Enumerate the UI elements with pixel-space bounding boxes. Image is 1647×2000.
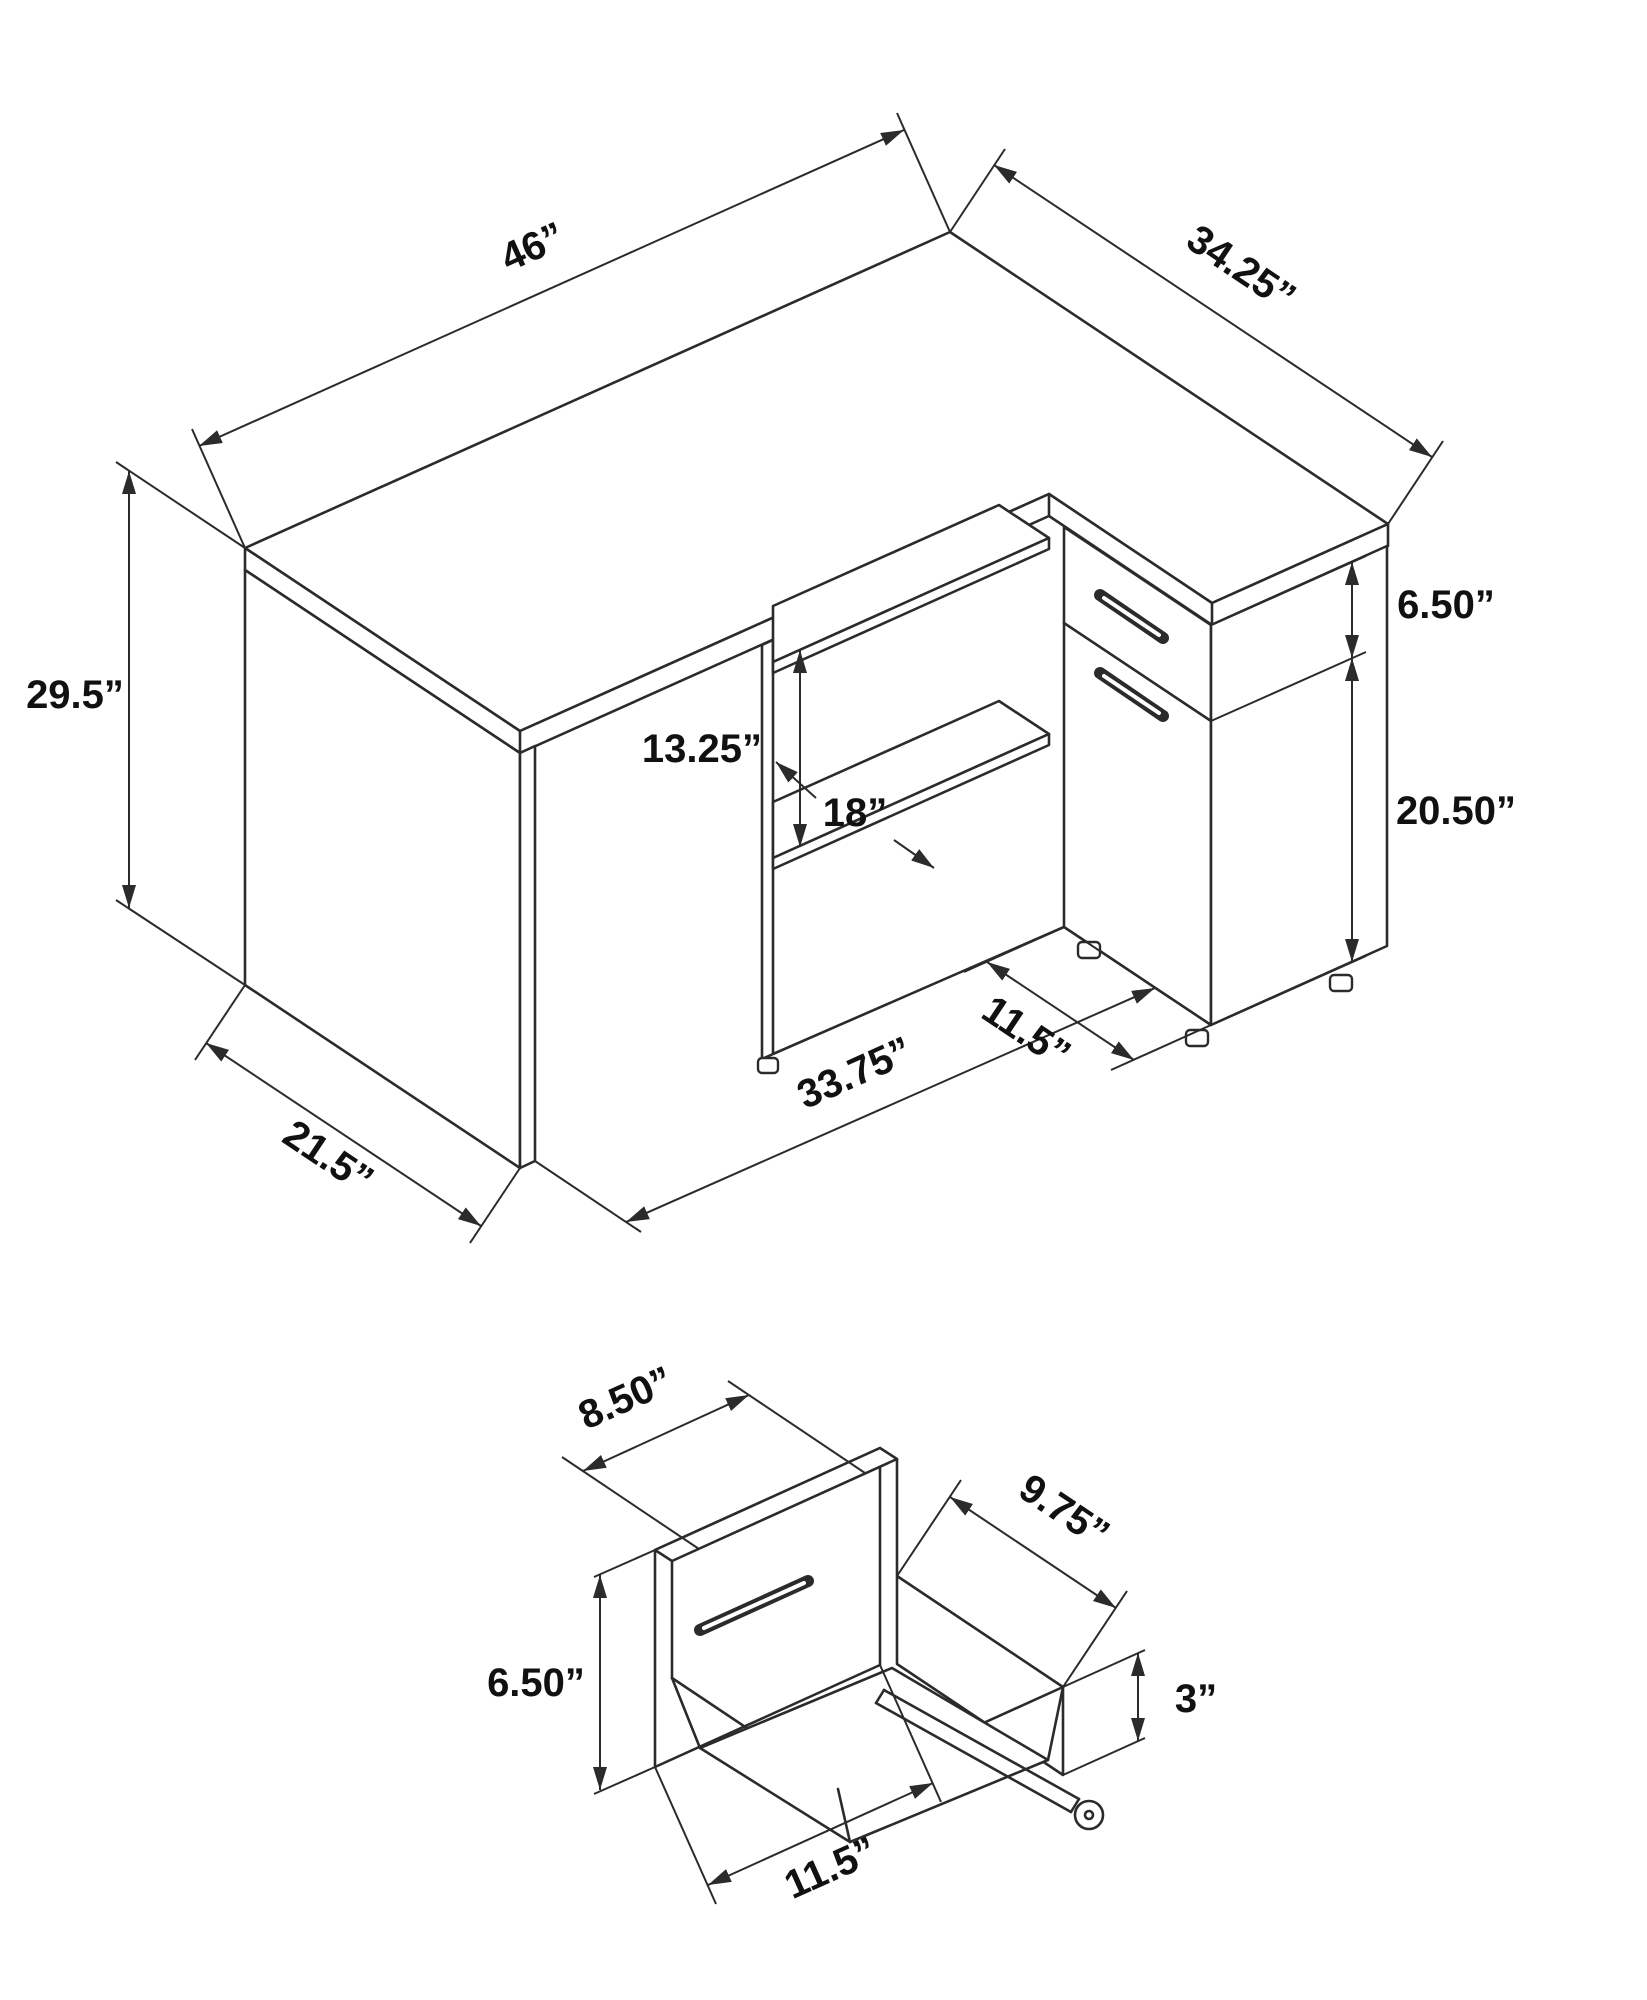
- extension-line: [593, 1549, 656, 1578]
- dim-cabinet-depth-label: 11.5”: [974, 987, 1078, 1077]
- extension-line: [1210, 555, 1367, 626]
- dimension-door-height: 20.50”: [1210, 658, 1516, 1026]
- extension-line: [896, 1479, 962, 1577]
- extension-line: [1062, 1590, 1128, 1688]
- dim-drawer-inner-depth-label: 9.75”: [1011, 1466, 1117, 1557]
- leader-line: [775, 761, 817, 799]
- drawer-handle-highlight: [702, 1581, 806, 1630]
- extension-line: [115, 899, 246, 986]
- dim-desk-height-label: 29.5”: [26, 673, 124, 717]
- drawer-interior-corner: [670, 1676, 702, 1750]
- extension-line: [654, 1766, 717, 1905]
- dimension-shelf-opening-height: 13.25”: [642, 650, 807, 847]
- extension-line: [115, 461, 246, 549]
- cabinet-foot: [1328, 973, 1354, 993]
- extension-line: [1110, 1024, 1212, 1071]
- dimension-line: [707, 1782, 934, 1886]
- extension-line: [1387, 440, 1444, 525]
- extension-line: [1062, 1737, 1146, 1776]
- drawer-interior-corner: [1046, 1685, 1065, 1762]
- dimension-line: [582, 1394, 750, 1472]
- cabinet-door-handle-highlight: [1102, 674, 1161, 715]
- extension-line: [949, 148, 1006, 233]
- lower-shelf-surface: [771, 699, 1051, 860]
- dim-door-height-label: 20.50”: [1396, 789, 1516, 833]
- cabinet-foot: [1184, 1028, 1210, 1048]
- dim-shelf-opening-height-label: 13.25”: [642, 727, 762, 771]
- dim-desk-width-label: 46”: [494, 214, 571, 281]
- leader-line: [893, 839, 935, 869]
- extension-line: [561, 1456, 700, 1550]
- extension-line: [963, 926, 1065, 973]
- dim-drawer-front-height-label: 6.50”: [1397, 583, 1495, 627]
- top-shelf-front-edge: [771, 536, 1051, 675]
- divider-foot: [756, 1056, 780, 1075]
- shelf-divider-edge: [760, 638, 775, 1061]
- dim-drawer-inner-width-label: 8.50”: [572, 1358, 679, 1438]
- cabinet-drawer-handle-highlight: [1102, 596, 1161, 637]
- side-panel-edge: [518, 744, 537, 1170]
- dim-front-width-label: 33.75”: [791, 1029, 919, 1118]
- dimension-line: [625, 987, 1156, 1223]
- dim-shelf-depth-label: 18”: [823, 791, 888, 835]
- slide-wheel-hub: [1083, 1809, 1095, 1821]
- cabinet-drawer-seam: [1062, 621, 1213, 723]
- extension-line: [879, 1664, 942, 1803]
- extension-line: [1210, 651, 1367, 722]
- extension-line: [469, 1167, 521, 1244]
- dimension-front-width: 33.75”: [534, 926, 1171, 1233]
- extension-line: [194, 984, 246, 1061]
- extension-line: [1210, 955, 1367, 1026]
- dimension-line: [205, 1042, 482, 1227]
- dim-drawer-side-height-label: 3”: [1175, 1677, 1217, 1721]
- desk-drawing: [243, 230, 1390, 1170]
- dimension-line: [986, 961, 1135, 1061]
- dimension-line: [198, 129, 905, 447]
- dimension-shelf-depth: 18”: [775, 761, 935, 869]
- dimension-line: [993, 164, 1433, 458]
- extension-line: [534, 1160, 642, 1233]
- cabinet-side-face: [1209, 544, 1389, 1027]
- extension-line: [593, 1766, 656, 1795]
- dimension-line: [949, 1496, 1117, 1609]
- slide-rail-top: [882, 1688, 1081, 1801]
- slide-rail-bottom: [874, 1701, 1073, 1814]
- dim-return-depth-label: 34.25”: [1179, 217, 1303, 320]
- dimension-drawer-side-height: 3”: [1062, 1649, 1217, 1776]
- extension-line: [896, 112, 951, 233]
- dimension-drawer-front-height: 6.50”: [487, 1549, 656, 1795]
- dimension-desk-height: 29.5”: [26, 461, 246, 986]
- lower-shelf-front-edge: [771, 732, 1051, 871]
- slide-rail-cap: [874, 1688, 886, 1705]
- dim-drawer-front-width-label: 11.5”: [778, 1829, 883, 1908]
- slide-rail-cap: [1069, 1797, 1081, 1814]
- extension-line: [727, 1380, 866, 1474]
- dimension-drawer-front-height: 6.50”: [1210, 555, 1495, 722]
- extension-line: [191, 428, 246, 549]
- dim-drawer-front-height-label: 6.50”: [487, 1661, 585, 1705]
